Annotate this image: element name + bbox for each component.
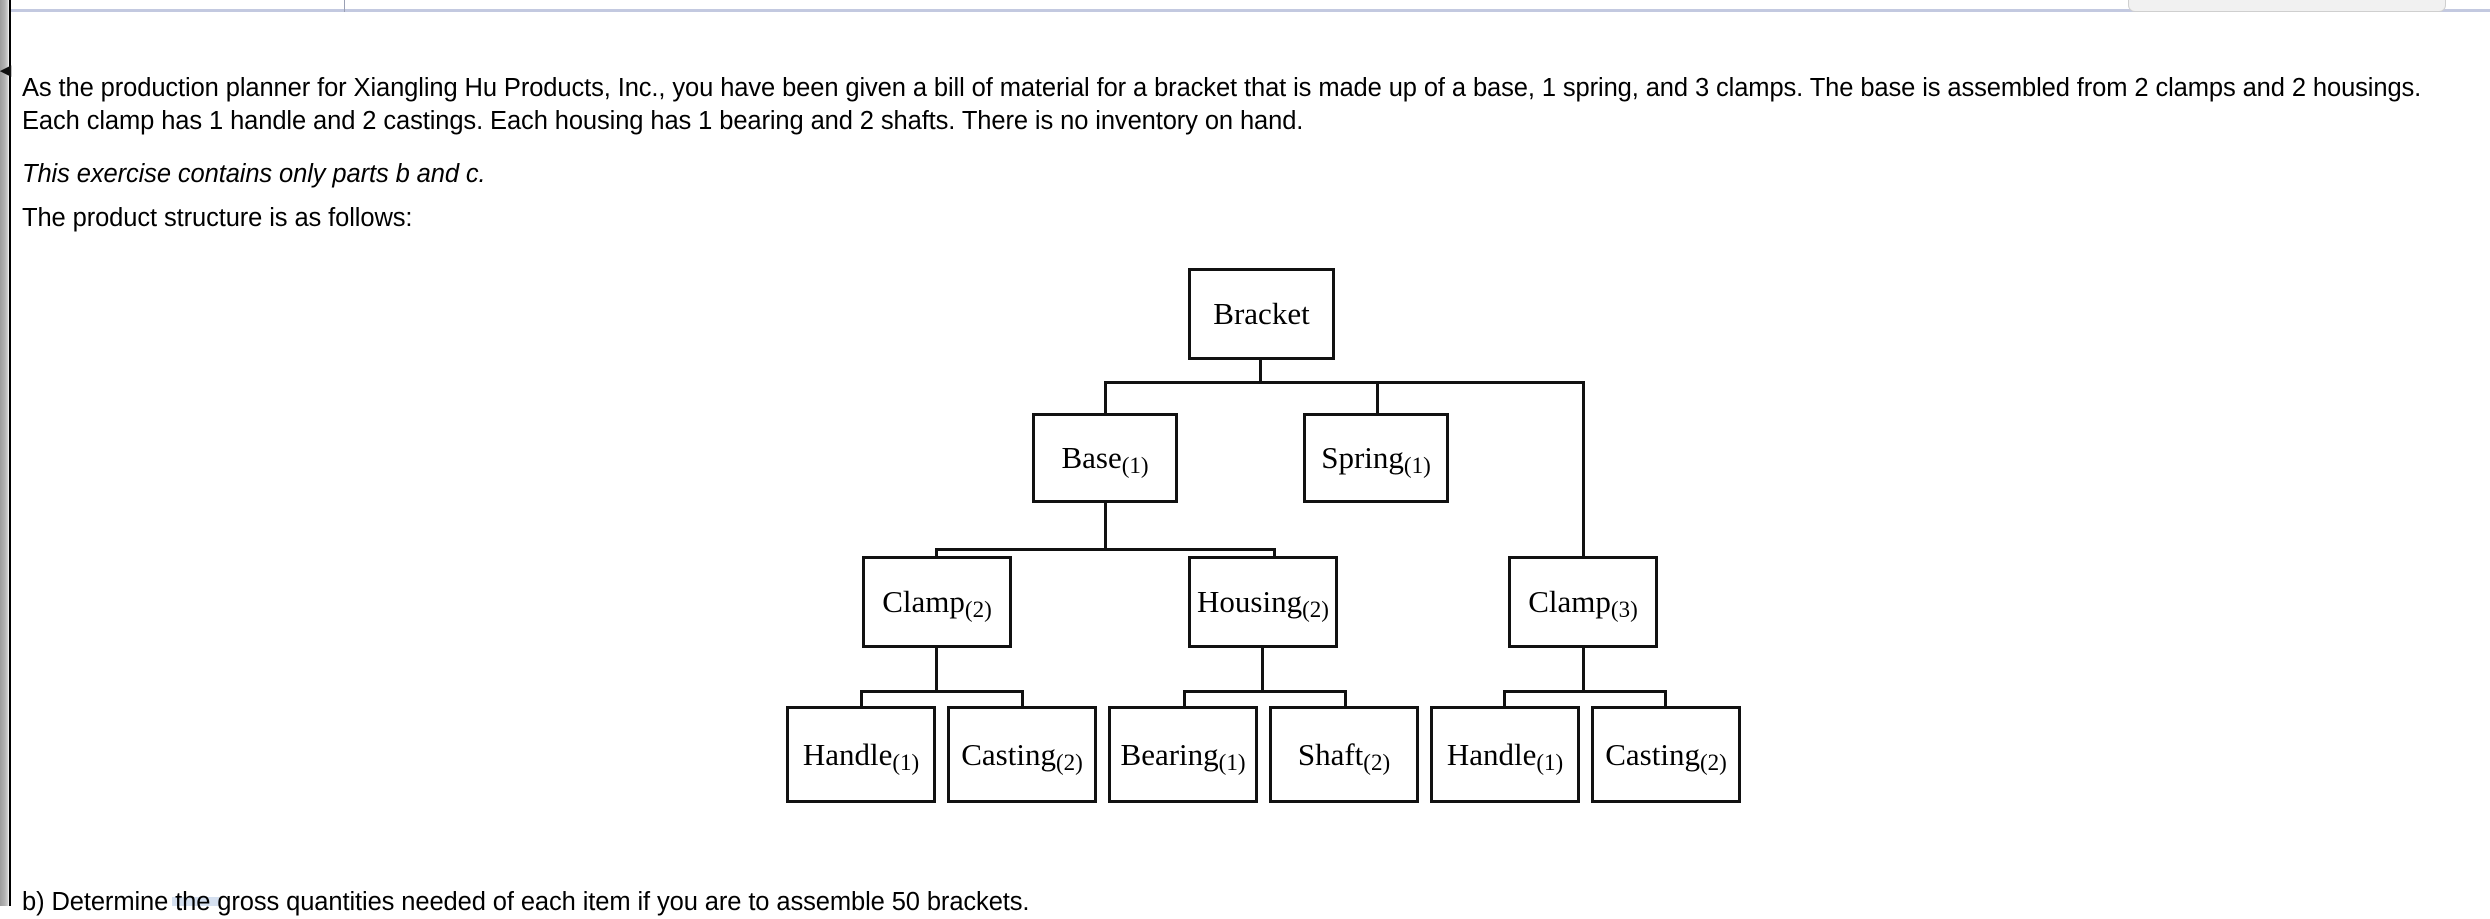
edge-to-shaft2	[1344, 690, 1347, 706]
node-spring-qty: (1)	[1404, 453, 1431, 479]
node-bearing-1[interactable]: Bearing(1)	[1108, 706, 1258, 803]
node-housing-2-qty: (2)	[1302, 597, 1329, 623]
node-handle-1-a-qty: (1)	[892, 750, 919, 776]
node-casting-2-a[interactable]: Casting(2)	[947, 706, 1097, 803]
edge-bracket-bus	[1104, 381, 1585, 384]
edge-to-clamp3	[1582, 381, 1585, 556]
node-handle-1-b-label: Handle	[1447, 737, 1537, 773]
edge-to-casting2b	[1664, 690, 1667, 706]
edge-housing2-bus	[1183, 690, 1347, 693]
node-clamp-2-qty: (2)	[965, 597, 992, 623]
node-bearing-1-label: Bearing	[1121, 737, 1219, 773]
node-clamp-3[interactable]: Clamp(3)	[1508, 556, 1658, 648]
node-clamp-2-label: Clamp	[882, 584, 965, 620]
edge-clamp3-stem	[1582, 648, 1585, 692]
node-shaft-2-label: Shaft	[1298, 737, 1363, 773]
edge-clamp2-bus	[860, 690, 1024, 693]
node-handle-1-a-label: Handle	[803, 737, 893, 773]
node-bracket[interactable]: Bracket	[1188, 268, 1335, 360]
node-shaft-2-qty: (2)	[1363, 750, 1390, 776]
node-base-qty: (1)	[1122, 453, 1149, 479]
node-casting-2-b[interactable]: Casting(2)	[1591, 706, 1741, 803]
node-clamp-3-label: Clamp	[1528, 584, 1611, 620]
node-base[interactable]: Base(1)	[1032, 413, 1178, 503]
edge-to-base	[1104, 381, 1107, 413]
edge-base-stem	[1104, 503, 1107, 549]
node-handle-1-a[interactable]: Handle(1)	[786, 706, 936, 803]
edge-base-bus	[935, 548, 1276, 551]
node-casting-2-b-qty: (2)	[1700, 750, 1727, 776]
node-clamp-2[interactable]: Clamp(2)	[862, 556, 1012, 648]
edge-housing2-stem	[1261, 648, 1264, 692]
node-bearing-1-qty: (1)	[1219, 750, 1246, 776]
node-casting-2-b-label: Casting	[1605, 737, 1700, 773]
node-housing-2-label: Housing	[1197, 584, 1302, 620]
edge-clamp3-bus	[1503, 690, 1667, 693]
node-spring[interactable]: Spring(1)	[1303, 413, 1449, 503]
node-clamp-3-qty: (3)	[1611, 597, 1638, 623]
node-bracket-label: Bracket	[1213, 296, 1309, 332]
edge-to-casting2a	[1021, 690, 1024, 706]
edge-to-bearing1	[1183, 690, 1186, 706]
edge-clamp2-stem	[935, 648, 938, 692]
node-housing-2[interactable]: Housing(2)	[1188, 556, 1338, 648]
edge-to-handle1b	[1503, 690, 1506, 706]
node-handle-1-b-qty: (1)	[1536, 750, 1563, 776]
node-base-label: Base	[1061, 440, 1121, 476]
node-shaft-2[interactable]: Shaft(2)	[1269, 706, 1419, 803]
node-casting-2-a-label: Casting	[961, 737, 1056, 773]
node-handle-1-b[interactable]: Handle(1)	[1430, 706, 1580, 803]
edge-to-spring	[1376, 381, 1379, 413]
node-spring-label: Spring	[1321, 440, 1404, 476]
question-b-paragraph: b) Determine the gross quantities needed…	[22, 886, 1029, 919]
node-casting-2-a-qty: (2)	[1056, 750, 1083, 776]
edge-to-handle1a	[860, 690, 863, 706]
